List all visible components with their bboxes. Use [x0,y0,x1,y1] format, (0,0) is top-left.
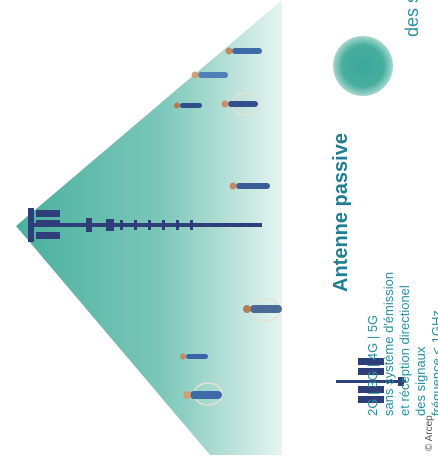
person-icon [243,305,282,313]
top-caption: des signaux vers les [402,0,423,37]
person-icon [222,101,259,108]
legend-line: des signaux [413,272,429,416]
legend-line: et réception directionel [397,272,413,416]
signal-circle-icon [333,36,393,96]
person-icon [183,391,222,399]
person-icon [226,48,263,55]
legend-line: 2G | 3G | 4G | 5G [365,272,381,416]
person-icon [174,103,202,109]
person-icon [180,354,208,360]
person-icon [192,72,229,79]
legend-line: fréquence < 1GHz [429,272,438,416]
copyright: © Arcep [424,415,435,451]
legend-line: sans système d'émission [381,272,397,416]
legend-description: 2G | 3G | 4G | 5G sans système d'émissio… [365,272,438,416]
legend-title: Antenne passive [330,133,353,292]
